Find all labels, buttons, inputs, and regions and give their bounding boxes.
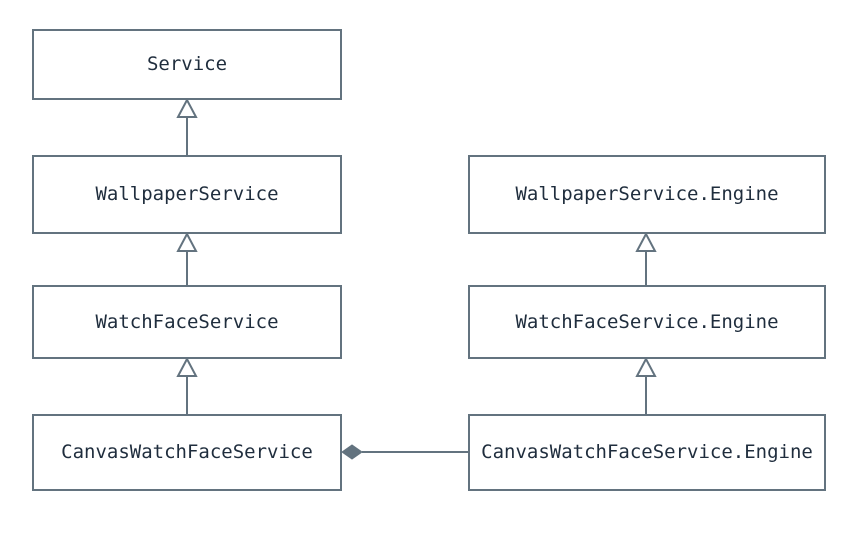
generalization-canvaswatchfaceservice-to-watchfaceservice (176, 356, 198, 414)
class-box-wallpaper-service-engine[interactable]: WallpaperService.Engine (468, 155, 826, 234)
generalization-watchfaceservice-to-wallpaperservice (176, 231, 198, 285)
generalization-canvaswatchfaceserviceengine-to-watchfaceserviceengine (635, 356, 657, 414)
class-box-watchface-service-engine[interactable]: WatchFaceService.Engine (468, 285, 826, 359)
hollow-triangle-arrowhead-icon (176, 231, 198, 252)
class-name-wallpaper-service-engine: WallpaperService.Engine (515, 183, 779, 205)
class-box-service[interactable]: Service (32, 29, 342, 100)
class-name-wallpaper-service: WallpaperService (95, 183, 279, 205)
generalization-wallpaperservice-to-service (176, 97, 198, 155)
class-box-watchface-service[interactable]: WatchFaceService (32, 285, 342, 359)
composition-canvaswatchfaceservice-to-engine (341, 444, 468, 460)
generalization-watchfaceserviceengine-to-wallpaperserviceengine (635, 231, 657, 285)
class-box-canvas-watchface-service[interactable]: CanvasWatchFaceService (32, 414, 342, 491)
hollow-triangle-arrowhead-icon (176, 356, 198, 377)
hollow-triangle-arrowhead-icon (176, 97, 198, 118)
class-name-service: Service (146, 53, 228, 75)
filled-diamond-marker-icon (341, 444, 363, 460)
hollow-triangle-arrowhead-icon (635, 356, 657, 377)
class-name-canvas-watchface-service: CanvasWatchFaceService (61, 441, 313, 463)
class-name-watchface-service-engine: WatchFaceService.Engine (515, 310, 779, 333)
class-name-watchface-service: WatchFaceService (95, 310, 279, 333)
hollow-triangle-arrowhead-icon (635, 231, 657, 252)
class-name-canvas-watchface-service-engine: CanvasWatchFaceService.Engine (481, 441, 813, 463)
class-box-canvas-watchface-service-engine[interactable]: CanvasWatchFaceService.Engine (468, 414, 826, 491)
class-box-wallpaper-service[interactable]: WallpaperService (32, 155, 342, 234)
